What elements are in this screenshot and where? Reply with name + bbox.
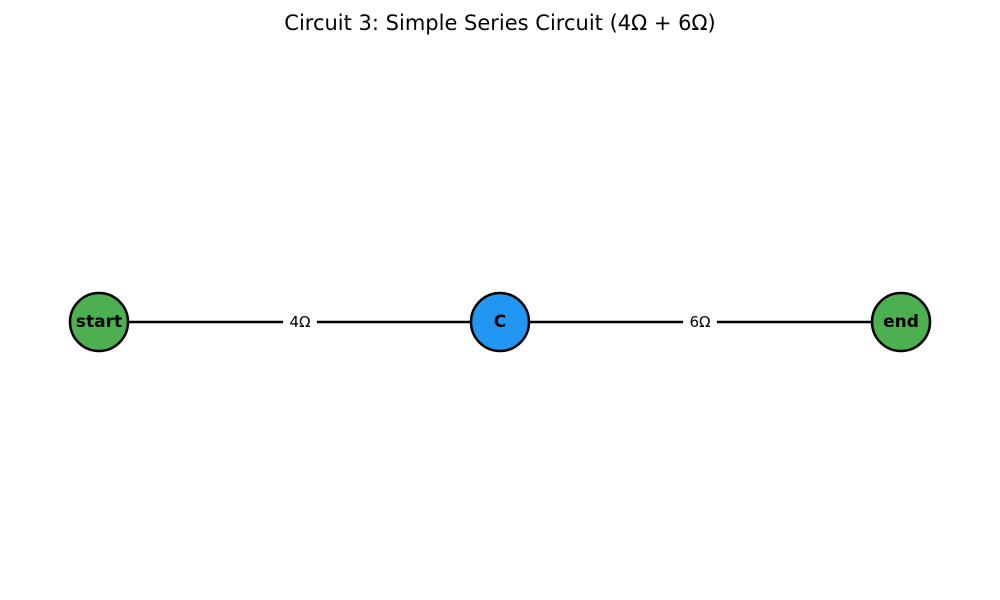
node-start-circle: [68, 291, 130, 353]
node-start-label: start: [76, 312, 122, 332]
edge-label-start-c: 4Ω: [289, 313, 310, 331]
edge-label-c-end: 6Ω: [689, 313, 710, 331]
node-end: end: [870, 291, 932, 353]
node-end-label: end: [883, 312, 919, 332]
edge-label-background: [283, 311, 317, 333]
node-end-circle: [870, 291, 932, 353]
node-c-circle: [469, 291, 531, 353]
edge-label-background: [683, 311, 717, 333]
node-c-label: C: [494, 312, 506, 332]
diagram-title: Circuit 3: Simple Series Circuit (4Ω + 6…: [284, 11, 716, 35]
node-c: C: [469, 291, 531, 353]
node-start: start: [68, 291, 130, 353]
